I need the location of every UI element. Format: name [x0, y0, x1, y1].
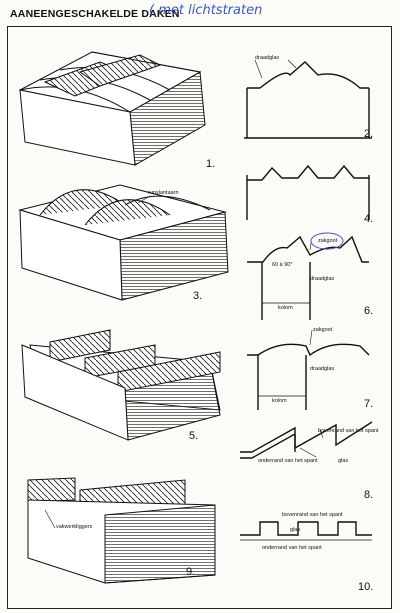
figure-number-4: 4.	[364, 213, 374, 225]
figure-number-1: 1.	[206, 158, 216, 170]
figure-number-2: 2.	[364, 128, 374, 140]
figure-number-10: 10.	[358, 581, 374, 593]
leader-lines	[44, 59, 324, 529]
label-angle-6: 60 à 90°	[272, 262, 293, 268]
label-bovenrand-10: bovenrand van het spant	[282, 512, 343, 518]
figure-9-drawing	[27, 477, 216, 584]
figure-number-9: 9.	[186, 566, 196, 578]
figure-6-drawing	[247, 232, 369, 320]
label-kolom-7: kolom	[272, 398, 287, 404]
label-glas-10: glas	[290, 527, 301, 533]
label-zakgoot-6: zakgoot	[318, 238, 338, 244]
figure-number-6: 6.	[364, 305, 374, 317]
handwritten-note: ( met lichtstraten	[149, 3, 263, 18]
label-onderrand-10: onderrand van het spant	[262, 545, 322, 551]
figure-number-5: 5.	[189, 430, 199, 442]
figure-number-7: 7.	[364, 398, 374, 410]
figure-7-drawing	[247, 343, 370, 410]
label-draadglas-2: draadglas	[255, 55, 280, 61]
label-glas-8: glas	[338, 458, 349, 464]
figure-8-drawing	[240, 421, 373, 459]
label-draadglas-6: draadglas	[310, 276, 335, 282]
figure-10-drawing	[240, 521, 372, 541]
page-frame	[7, 26, 392, 609]
label-bovenrand-8: bovenrand van het spant	[318, 428, 379, 434]
figure-1-drawing	[18, 51, 206, 166]
label-rupslantaarn: rupslantaarn	[148, 190, 179, 196]
label-zakgoot-7: zakgoot	[313, 327, 333, 333]
label-draadglas-7: draadglas	[310, 366, 335, 372]
figure-5-drawing	[21, 329, 221, 441]
label-vakwerkliggers: vakwerkliggers	[56, 524, 93, 530]
figure-3-drawing	[18, 184, 229, 301]
page-title: AANEENGESCHAKELDE DAKEN	[10, 8, 180, 20]
label-onderrand-8: onderrand van het spant	[258, 458, 318, 464]
label-kolom-6: kolom	[278, 305, 293, 311]
figure-4-drawing	[246, 164, 370, 220]
figure-2-drawing	[244, 61, 372, 139]
figure-number-8: 8.	[364, 489, 374, 501]
figure-number-3: 3.	[193, 290, 203, 302]
